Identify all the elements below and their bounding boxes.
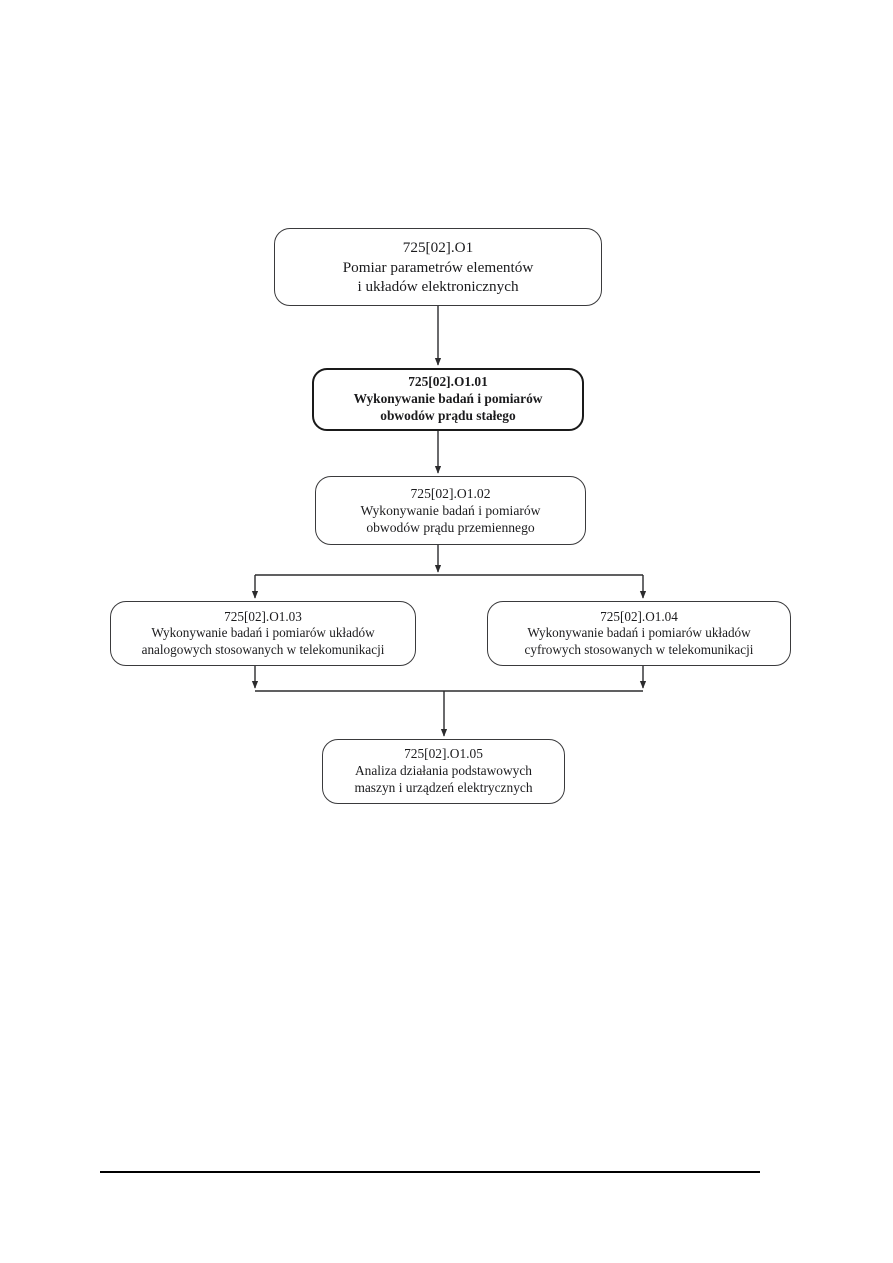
flow-node-o101-code: 725[02].O1.01 <box>408 374 488 390</box>
footer-rule <box>100 1171 760 1173</box>
flow-node-o103-line-1: Wykonywanie badań i pomiarów układów <box>151 625 375 641</box>
flow-node-o1-line-1: Pomiar parametrów elementów <box>342 258 534 276</box>
flow-node-o105-code: 725[02].O1.05 <box>404 746 483 762</box>
flow-node-o103[interactable]: 725[02].O1.03 Wykonywanie badań i pomiar… <box>110 601 416 666</box>
flow-node-o104-line-2: cyfrowych stosowanych w telekomunikacji <box>524 641 754 657</box>
flow-node-o101[interactable]: 725[02].O1.01 Wykonywanie badań i pomiar… <box>312 368 584 431</box>
flow-node-o105[interactable]: 725[02].O1.05 Analiza działania podstawo… <box>322 739 565 804</box>
flow-node-o101-line-1: Wykonywanie badań i pomiarów <box>353 391 543 407</box>
flow-node-o104-line-1: Wykonywanie badań i pomiarów układów <box>527 625 751 641</box>
flow-node-o104-code: 725[02].O1.04 <box>600 608 678 624</box>
flow-node-o102-line-1: Wykonywanie badań i pomiarów <box>360 502 541 518</box>
flow-node-o101-line-2: obwodów prądu stałego <box>380 407 516 423</box>
flow-node-o104[interactable]: 725[02].O1.04 Wykonywanie badań i pomiar… <box>487 601 791 666</box>
flow-node-o102-line-2: obwodów prądu przemiennego <box>366 520 535 536</box>
flow-node-o1-code: 725[02].O1 <box>402 238 474 256</box>
flow-node-o103-code: 725[02].O1.03 <box>224 608 302 624</box>
flow-node-o105-line-1: Analiza działania podstawowych <box>355 763 532 779</box>
flow-node-o103-line-2: analogowych stosowanych w telekomunikacj… <box>141 641 385 657</box>
flow-node-o1-line-2: i układów elektronicznych <box>357 278 519 296</box>
flow-node-o102-code: 725[02].O1.02 <box>410 485 491 501</box>
flow-node-o1[interactable]: 725[02].O1 Pomiar parametrów elementów i… <box>274 228 602 306</box>
flow-node-o105-line-2: maszyn i urządzeń elektrycznych <box>354 779 533 795</box>
flow-node-o102[interactable]: 725[02].O1.02 Wykonywanie badań i pomiar… <box>315 476 586 545</box>
